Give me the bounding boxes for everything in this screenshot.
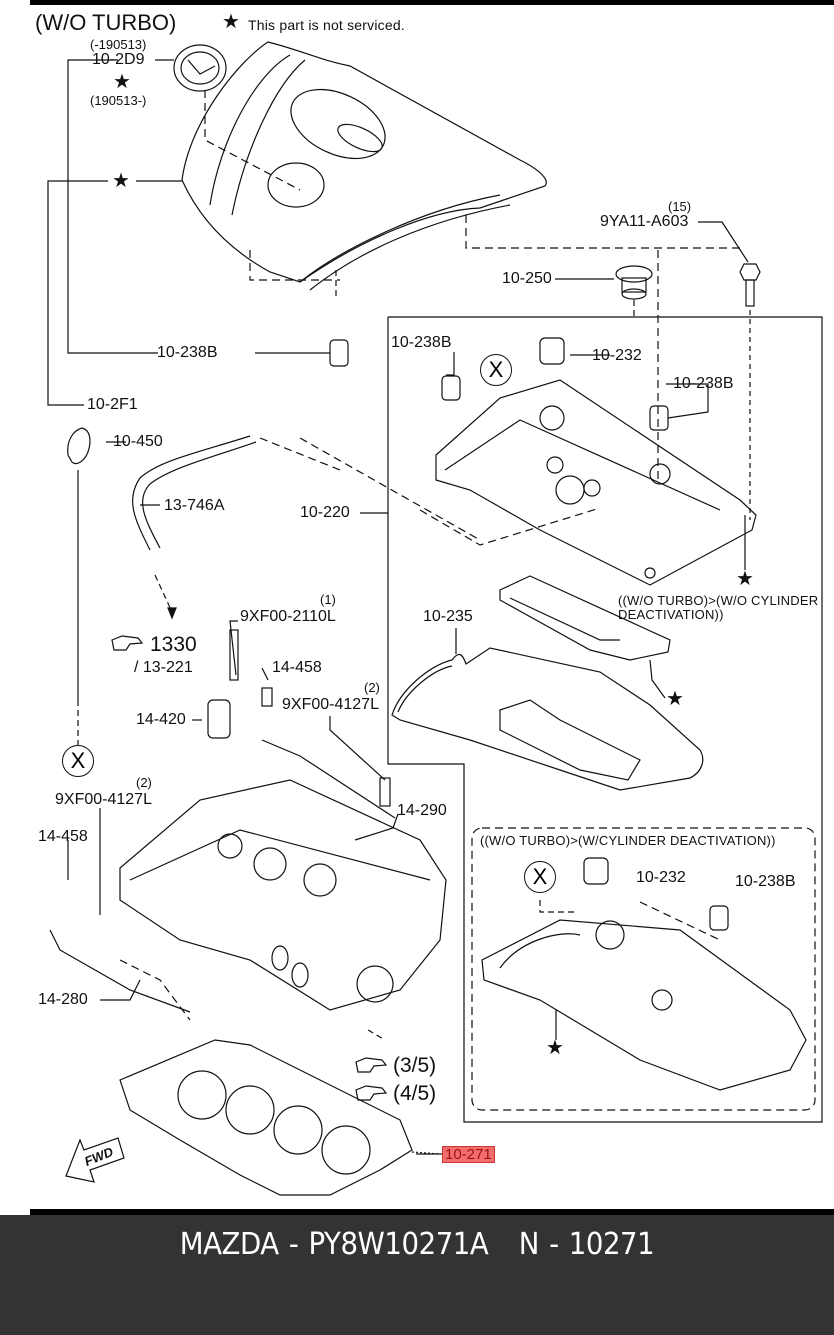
top-border xyxy=(30,0,834,5)
reference-4-5[interactable]: (4/5) xyxy=(393,1082,437,1105)
part-label-10-220[interactable]: 10-220 xyxy=(300,504,350,521)
star-icon: ★ xyxy=(222,11,240,33)
variant-note-wo-cylinder-deactivation-2: DEACTIVATION)) xyxy=(618,607,724,622)
part-label-10-238b[interactable]: 10-238B xyxy=(735,873,796,890)
part-label-10-2f1[interactable]: 10-2F1 xyxy=(87,396,138,413)
grommets xyxy=(329,337,729,931)
quantity-label: (15) xyxy=(668,199,692,214)
star-icon: ★ xyxy=(546,1037,564,1059)
bottom-border xyxy=(30,1209,834,1215)
part-label-14-458[interactable]: 14-458 xyxy=(38,828,88,845)
star-icon: ★ xyxy=(112,170,130,192)
cylinder-head-cover xyxy=(299,379,757,586)
engine-cover xyxy=(181,41,547,291)
part-label-10-2d9[interactable]: 10-2D9 xyxy=(92,51,145,68)
part-label-13-746a[interactable]: 13-746A xyxy=(164,497,225,514)
part-label-10-250[interactable]: 10-250 xyxy=(502,270,552,287)
star-icon: ★ xyxy=(736,568,754,590)
variant-note-wo-cylinder-deactivation: ((W/O TURBO)>(W/O CYLINDER xyxy=(618,593,819,608)
oil-control-valve xyxy=(207,629,396,819)
bolt-9ya11 xyxy=(739,263,761,520)
x-reference-marker: X xyxy=(480,354,512,386)
variant-note-w-cylinder-deactivation: ((W/O TURBO)>(W/CYLINDER DEACTIVATION)) xyxy=(480,833,776,848)
footer-bar: MAZDA - PY8W10271A N - 10271 xyxy=(0,1215,834,1335)
parts-diagram: (W/O TURBO) ★ This part is not serviced.… xyxy=(30,0,834,1215)
part-label-9xf00-4127l[interactable]: 9XF00-4127L xyxy=(55,791,152,808)
part-label-14-458[interactable]: 14-458 xyxy=(272,659,322,676)
date-range-before: (-190513) xyxy=(90,37,147,52)
diagram-heading: (W/O TURBO) xyxy=(35,10,177,35)
head-gasket xyxy=(119,1039,441,1196)
part-label-14-280[interactable]: 14-280 xyxy=(38,991,88,1008)
part-label-9xf00-2110l[interactable]: 9XF00-2110L xyxy=(240,608,336,625)
leader-lines xyxy=(47,59,749,1155)
reference-13-221[interactable]: / 13-221 xyxy=(134,659,193,676)
x-reference-marker: X xyxy=(62,745,94,777)
part-label-10-238b[interactable]: 10-238B xyxy=(673,375,734,392)
part-label-10-235[interactable]: 10-235 xyxy=(423,608,473,625)
cylinder-head-cover-alt xyxy=(481,900,807,1091)
star-icon: ★ xyxy=(666,688,684,710)
fwd-arrow-icon xyxy=(65,1137,125,1183)
part-number-caption: MAZDA - PY8W10271A N - 10271 xyxy=(179,1227,655,1262)
part-label-10-238b[interactable]: 10-238B xyxy=(391,334,452,351)
head-cover-gasket xyxy=(391,628,704,791)
reference-1330[interactable]: 1330 xyxy=(150,633,197,656)
part-label-9xf00-4127l[interactable]: 9XF00-4127L xyxy=(282,696,379,713)
emblem-part xyxy=(173,44,227,92)
quantity-label: (2) xyxy=(364,680,380,695)
part-label-10-232[interactable]: 10-232 xyxy=(636,869,686,886)
cylinder-head xyxy=(49,779,447,1041)
part-label-10-271-highlighted[interactable]: 10-271 xyxy=(442,1146,495,1163)
baffle-plate xyxy=(499,575,671,699)
part-label-9ya11-a603[interactable]: 9YA11-A603 xyxy=(600,213,689,230)
part-label-14-420[interactable]: 14-420 xyxy=(136,711,186,728)
oil-level-guide-pipe xyxy=(132,435,341,620)
date-range-after: (190513-) xyxy=(90,93,147,108)
star-icon: ★ xyxy=(113,71,131,93)
oil-dipstick xyxy=(67,427,91,745)
x-reference-marker: X xyxy=(524,861,556,893)
legend-text: This part is not serviced. xyxy=(248,17,405,33)
part-label-10-450[interactable]: 10-450 xyxy=(113,433,163,450)
quantity-label: (1) xyxy=(320,592,336,607)
frame-boxes xyxy=(204,90,823,1123)
diagram-drawing xyxy=(47,41,823,1196)
reference-3-5[interactable]: (3/5) xyxy=(393,1054,437,1077)
part-label-10-232[interactable]: 10-232 xyxy=(592,347,642,364)
oil-filler-cap xyxy=(615,250,659,480)
quantity-label: (2) xyxy=(136,775,152,790)
part-label-14-290[interactable]: 14-290 xyxy=(397,802,447,819)
part-label-10-238b[interactable]: 10-238B xyxy=(157,344,218,361)
pointing-hand-icons xyxy=(111,635,388,1101)
